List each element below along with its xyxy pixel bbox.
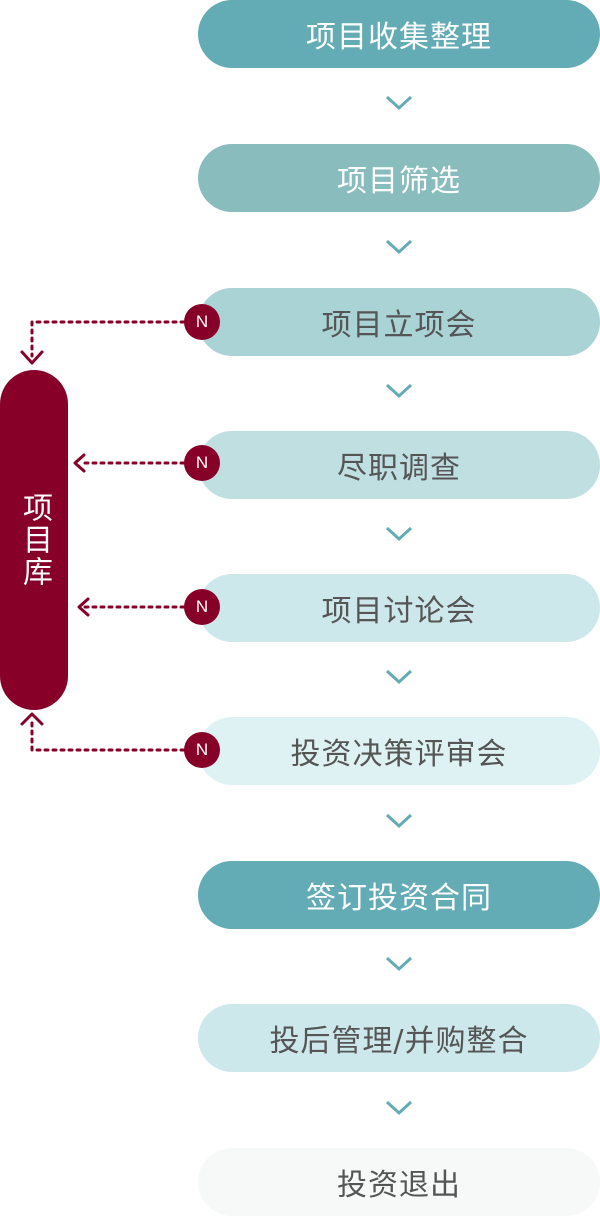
project-library: 项目库 (0, 370, 68, 710)
step-investment-decision-review: 投资决策评审会 (198, 717, 600, 785)
step-label: 尽职调查 (337, 451, 461, 486)
reject-badge: N (184, 304, 220, 340)
step-label: 项目讨论会 (321, 594, 477, 629)
step-label: 投资退出 (337, 1168, 461, 1203)
project-library-label: 项目库 (17, 492, 52, 588)
step-project-screening: 项目筛选 (198, 144, 600, 212)
arrow-head-left-icon (77, 597, 90, 617)
step-project-approval-meeting: 项目立项会 (198, 288, 600, 356)
chevron-down-icon (385, 813, 413, 829)
arrow-head-left-icon (73, 453, 86, 473)
step-post-investment-management: 投后管理/并购整合 (198, 1004, 600, 1072)
step-label: 项目筛选 (337, 164, 461, 199)
step-project-collection: 项目收集整理 (198, 0, 600, 68)
reject-line-approval (30, 320, 186, 358)
chevron-down-icon (385, 95, 413, 111)
reject-line-decision-review (30, 718, 186, 752)
chevron-down-icon (385, 239, 413, 255)
step-project-discussion: 项目讨论会 (198, 574, 600, 642)
step-label: 投后管理/并购整合 (269, 1024, 529, 1059)
step-label: 项目收集整理 (306, 20, 492, 55)
step-investment-exit: 投资退出 (198, 1148, 600, 1216)
chevron-down-icon (385, 526, 413, 542)
arrow-head-down-icon (20, 350, 44, 365)
step-sign-investment-contract: 签订投资合同 (198, 861, 600, 929)
step-due-diligence: 尽职调查 (198, 431, 600, 499)
arrow-head-up-icon (20, 712, 44, 726)
step-label: 签订投资合同 (306, 881, 492, 916)
chevron-down-icon (385, 669, 413, 685)
chevron-down-icon (385, 383, 413, 399)
reject-badge: N (184, 445, 220, 481)
chevron-down-icon (385, 956, 413, 972)
reject-badge: N (184, 589, 220, 625)
chevron-down-icon (385, 1100, 413, 1116)
reject-badge: N (184, 732, 220, 768)
step-label: 投资决策评审会 (290, 737, 508, 772)
step-label: 项目立项会 (321, 308, 477, 343)
